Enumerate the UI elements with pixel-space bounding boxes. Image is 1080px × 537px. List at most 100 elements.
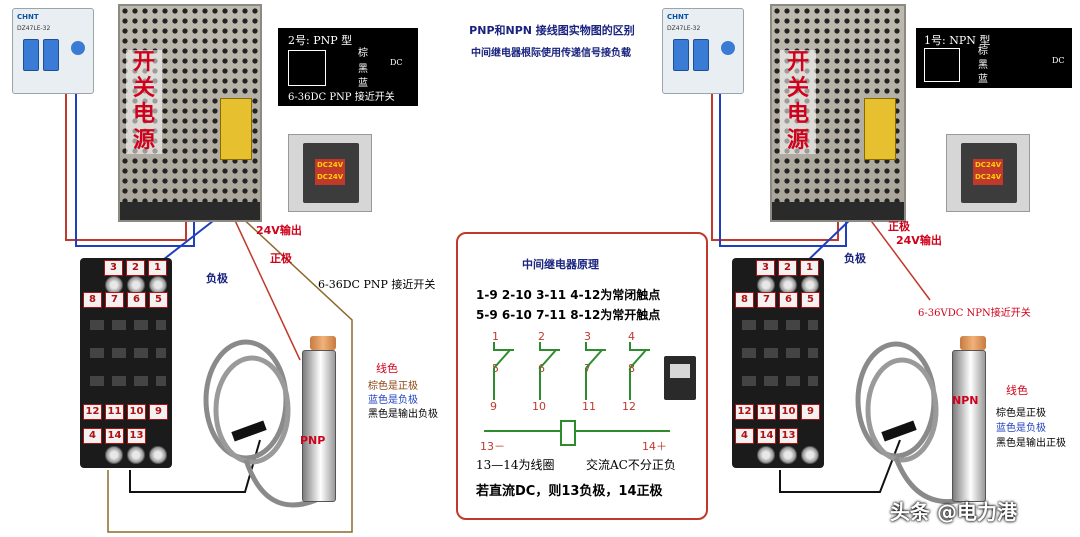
wire-color-legend: 棕色是正极 蓝色是负极 黑色是输出正极 (996, 406, 1066, 451)
socket-slot (134, 320, 148, 330)
socket-slot (156, 320, 166, 330)
contact-num: 7 (584, 362, 591, 375)
psu-terminal-strip (120, 202, 260, 220)
screw-icon (801, 446, 819, 464)
socket-slot (112, 348, 126, 358)
wire-color-title: 线色 (376, 362, 398, 375)
screw-icon (127, 446, 145, 464)
pin-label: 2 (126, 260, 145, 276)
breaker-switch (43, 39, 59, 71)
socket-slot (808, 320, 818, 330)
wire-label-brown: 棕 (978, 46, 988, 57)
sensor-symbol-icon (288, 50, 326, 86)
coil-pos-label: 14＋ (642, 440, 667, 453)
sensor-type-tag: NPN (952, 394, 979, 407)
socket-slot (90, 376, 104, 386)
schematic-title: 1号: NPN 型 (924, 34, 991, 47)
pin-label: 6 (779, 292, 798, 308)
sensor-symbol-icon (924, 48, 960, 82)
relay-label: DC24V (317, 173, 344, 181)
schematic-title: 2号: PNP 型 (288, 34, 353, 47)
positive-label: 正极 (888, 220, 910, 233)
socket-slot (90, 320, 104, 330)
ac-desc: 交流AC不分正负 (586, 458, 676, 472)
breaker-brand: CHNT (17, 13, 39, 21)
relay-base-left: 3 2 1 8 7 6 5 12 11 10 9 4 14 13 (80, 258, 172, 468)
relay-label: DC24V (317, 161, 344, 169)
dc-label: DC (1052, 56, 1065, 65)
socket-slot (742, 348, 756, 358)
breaker-switch (23, 39, 39, 71)
wire-red-pos-left (231, 213, 301, 361)
relay-coil (973, 159, 1003, 185)
contact-num: 4 (628, 330, 635, 343)
pin-label: 11 (757, 404, 776, 420)
sensor-head-cap (310, 336, 336, 350)
wire-red-pos-right (865, 213, 931, 301)
negative-label: 负极 (206, 272, 228, 285)
socket-slot (808, 348, 818, 358)
pin-label: 14 (757, 428, 776, 444)
coil-neg-label: 13－ (480, 440, 505, 453)
pin-label: 4 (83, 428, 102, 444)
page-subtitle: 中间继电器根际使用传递信号接负载 (471, 48, 631, 59)
wire-color-title: 线色 (1006, 384, 1028, 397)
pin-label: 10 (779, 404, 798, 420)
relay-label: DC24V (975, 161, 1002, 169)
pin-label: 13 (779, 428, 798, 444)
contact-num: 10 (532, 400, 546, 413)
sensor-cable-right (855, 341, 963, 505)
contact-num: 5 (492, 362, 499, 375)
socket-slot (764, 348, 778, 358)
legend-black: 黑色是输出正极 (996, 438, 1066, 449)
pin-label: 9 (801, 404, 820, 420)
negative-label: 负极 (844, 252, 866, 265)
contact-diagram (493, 342, 650, 400)
sensor-body-left (302, 350, 336, 502)
legend-black: 黑色是输出负极 (368, 409, 438, 420)
relay-right: DC24V DC24V (946, 134, 1030, 212)
socket-slot (808, 376, 818, 386)
screw-icon (105, 446, 123, 464)
socket-slot (764, 320, 778, 330)
socket-slot (112, 320, 126, 330)
npn-schematic-box: 1号: NPN 型 棕 黑 蓝 DC (916, 28, 1072, 88)
socket-slot (786, 348, 800, 358)
screw-icon (779, 446, 797, 464)
pin-label: 12 (735, 404, 754, 420)
wire-label-brown: 棕 (358, 48, 368, 59)
breaker-brand: CHNT (667, 13, 689, 21)
contact-num: 12 (622, 400, 636, 413)
relay-coil (315, 159, 345, 185)
socket-slot (786, 376, 800, 386)
output-24v-label: 24V输出 (256, 224, 302, 237)
sensor-head-cap (960, 336, 986, 350)
wire-black-right (779, 439, 901, 493)
pin-label: 5 (149, 292, 168, 308)
test-button-icon (721, 41, 735, 55)
pin-label: 1 (148, 260, 167, 276)
legend-blue: 蓝色是负极 (996, 423, 1046, 434)
relay-base-right: 3 2 1 8 7 6 5 12 11 10 9 4 14 13 (732, 258, 824, 468)
positive-label: 正极 (270, 252, 292, 265)
wire-red-right (711, 90, 839, 241)
coil-line (484, 430, 670, 432)
pin-label: 8 (83, 292, 102, 308)
wire-label-black: 黑 (358, 64, 368, 75)
breaker-switch (673, 39, 689, 71)
socket-slot (112, 376, 126, 386)
principle-title: 中间继电器原理 (522, 258, 599, 271)
pin-label: 3 (104, 260, 123, 276)
contact-num: 6 (538, 362, 545, 375)
wire-red-left (65, 90, 187, 241)
coil-symbol-icon (560, 420, 576, 446)
pin-label: 4 (735, 428, 754, 444)
pin-label: 11 (105, 404, 124, 420)
socket-slot (786, 320, 800, 330)
sensor-body-right (952, 350, 986, 502)
pnp-schematic-box: 2号: PNP 型 棕 黑 蓝 DC 6-36DC PNP 接近开关 (278, 28, 418, 106)
switch-label: 6-36DC PNP 接近开关 (318, 278, 436, 291)
coil-desc: 13—14为线圈 (476, 458, 555, 472)
socket-slot (742, 376, 756, 386)
